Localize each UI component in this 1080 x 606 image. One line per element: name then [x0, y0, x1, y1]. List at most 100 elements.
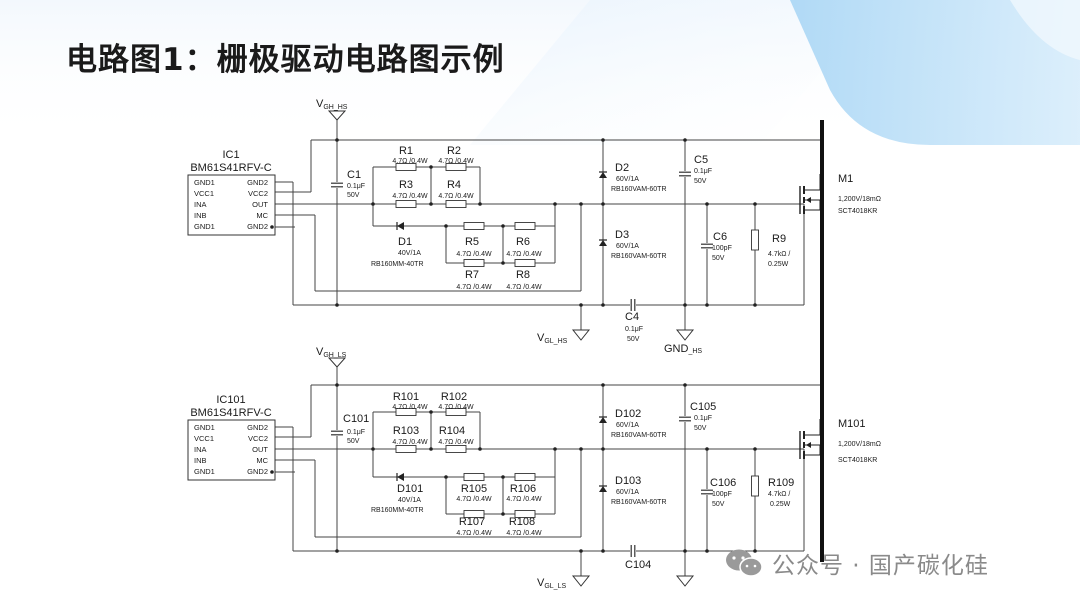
- c6-ref: C106: [710, 477, 736, 489]
- ic-pin: GND2: [247, 222, 268, 231]
- top-driver-circuit: IC1 BM61S41RFV-C GND1 VCC1 INA INB GND1 …: [187, 98, 881, 355]
- ic-pin: INA: [194, 200, 207, 209]
- d3-part: RB160VAM-60TR: [611, 253, 667, 260]
- r4-ref: R4: [447, 179, 461, 191]
- ic-pin: GND2: [247, 467, 268, 476]
- supply-label: VGH_LS: [316, 346, 347, 359]
- r3-ref: R3: [399, 179, 413, 191]
- r6-value: 4.7Ω /0.4W: [506, 251, 542, 258]
- d2-value: 60V/1A: [616, 422, 639, 429]
- supply-label: VGL_LS: [537, 577, 566, 590]
- c4-ref: C104: [625, 559, 651, 571]
- ic-pin: VCC1: [194, 189, 214, 198]
- r4-value: 4.7Ω /0.4W: [438, 193, 474, 200]
- ic-ref: IC1: [222, 149, 239, 161]
- r9-ref: R109: [768, 477, 794, 489]
- r7-ref: R107: [459, 516, 485, 528]
- ic-pin: OUT: [252, 445, 268, 454]
- r2-value: 4.7Ω /0.4W: [438, 404, 474, 411]
- r9-ref: R9: [772, 233, 786, 245]
- r7-value: 4.7Ω /0.4W: [456, 530, 492, 537]
- ic-pin: GND1: [194, 423, 215, 432]
- r8-value: 4.7Ω /0.4W: [506, 530, 542, 537]
- r9-rating: 0.25W: [770, 501, 791, 508]
- m1-value: 1,200V/18mΩ: [838, 196, 881, 203]
- ic-pin: INB: [194, 211, 207, 220]
- c5-rating: 50V: [694, 178, 707, 185]
- r9-value: 4.7kΩ /: [768, 491, 790, 498]
- r1-ref: R101: [393, 391, 419, 403]
- slide-title: 电路图1：栅极驱动电路图示例: [66, 42, 505, 78]
- r2-value: 4.7Ω /0.4W: [438, 158, 474, 165]
- r5-ref: R5: [465, 236, 479, 248]
- ic-ref: IC101: [216, 394, 245, 406]
- ic-pin: MC: [256, 211, 268, 220]
- d1-ref: D1: [398, 236, 412, 248]
- c1-ref: C1: [347, 169, 361, 181]
- c6-ref: C6: [713, 231, 727, 243]
- ic-part: BM61S41RFV-C: [190, 162, 271, 174]
- d1-ref: D101: [397, 483, 423, 495]
- m1-ref: M1: [838, 173, 853, 185]
- r6-value: 4.7Ω /0.4W: [506, 496, 542, 503]
- d2-ref: D102: [615, 408, 641, 420]
- r9-value: 4.7kΩ /: [768, 251, 790, 258]
- r9-rating: 0.25W: [768, 261, 789, 268]
- r5-value: 4.7Ω /0.4W: [456, 251, 492, 258]
- ic-pin: VCC1: [194, 434, 214, 443]
- r8-value: 4.7Ω /0.4W: [506, 284, 542, 291]
- r2-ref: R2: [447, 145, 461, 157]
- ic-pin: VCC2: [248, 434, 268, 443]
- c1-value: 0.1μF: [347, 183, 365, 190]
- c6-value: 100pF: [712, 245, 732, 252]
- d1-value: 40V/1A: [398, 497, 421, 504]
- c5-rating: 50V: [694, 425, 707, 432]
- d3-value: 60V/1A: [616, 243, 639, 250]
- ic-pin: INA: [194, 445, 207, 454]
- c1-ref: C101: [343, 413, 369, 425]
- d1-part: RB160MM-40TR: [371, 507, 424, 514]
- d2-ref: D2: [615, 162, 629, 174]
- bottom-driver-circuit: IC101 BM61S41RFV-C GND1 VCC1 INA INB GND…: [187, 346, 881, 590]
- r3-value: 4.7Ω /0.4W: [392, 193, 428, 200]
- c6-value: 100pF: [712, 491, 732, 498]
- ic-pin: GND1: [194, 222, 215, 231]
- r5-value: 4.7Ω /0.4W: [456, 496, 492, 503]
- r2-ref: R102: [441, 391, 467, 403]
- ic-pin: GND1: [194, 178, 215, 187]
- ic-pin: OUT: [252, 200, 268, 209]
- r7-ref: R7: [465, 269, 479, 281]
- m1-value: 1,200V/18mΩ: [838, 441, 881, 448]
- d2-part: RB160VAM-60TR: [611, 186, 667, 193]
- c1-rating: 50V: [347, 192, 360, 199]
- c5-value: 0.1μF: [694, 168, 712, 175]
- wechat-icon: [726, 549, 763, 577]
- r8-ref: R8: [516, 269, 530, 281]
- d1-part: RB160MM-40TR: [371, 261, 424, 268]
- m1-part: SCT4018KR: [838, 457, 877, 464]
- d3-value: 60V/1A: [616, 489, 639, 496]
- watermark-text: 公众号 · 国产碳化硅: [772, 553, 989, 579]
- m1-part: SCT4018KR: [838, 208, 877, 215]
- r1-value: 4.7Ω /0.4W: [392, 404, 428, 411]
- d2-value: 60V/1A: [616, 176, 639, 183]
- ic-pin: VCC2: [248, 189, 268, 198]
- ic-pin: GND2: [247, 423, 268, 432]
- m1-ref: M101: [838, 418, 866, 430]
- ic-pin: GND1: [194, 467, 215, 476]
- watermark: 公众号 · 国产碳化硅: [724, 546, 989, 580]
- c6-rating: 50V: [712, 501, 725, 508]
- ic-part: BM61S41RFV-C: [190, 407, 271, 419]
- r4-ref: R104: [439, 425, 465, 437]
- d3-part: RB160VAM-60TR: [611, 499, 667, 506]
- d3-ref: D3: [615, 229, 629, 241]
- c5-value: 0.1μF: [694, 415, 712, 422]
- d3-ref: D103: [615, 475, 641, 487]
- r3-value: 4.7Ω /0.4W: [392, 439, 428, 446]
- d1-value: 40V/1A: [398, 250, 421, 257]
- c1-rating: 50V: [347, 438, 360, 445]
- ic-pin: GND2: [247, 178, 268, 187]
- c4-value: 0.1μF: [625, 326, 643, 333]
